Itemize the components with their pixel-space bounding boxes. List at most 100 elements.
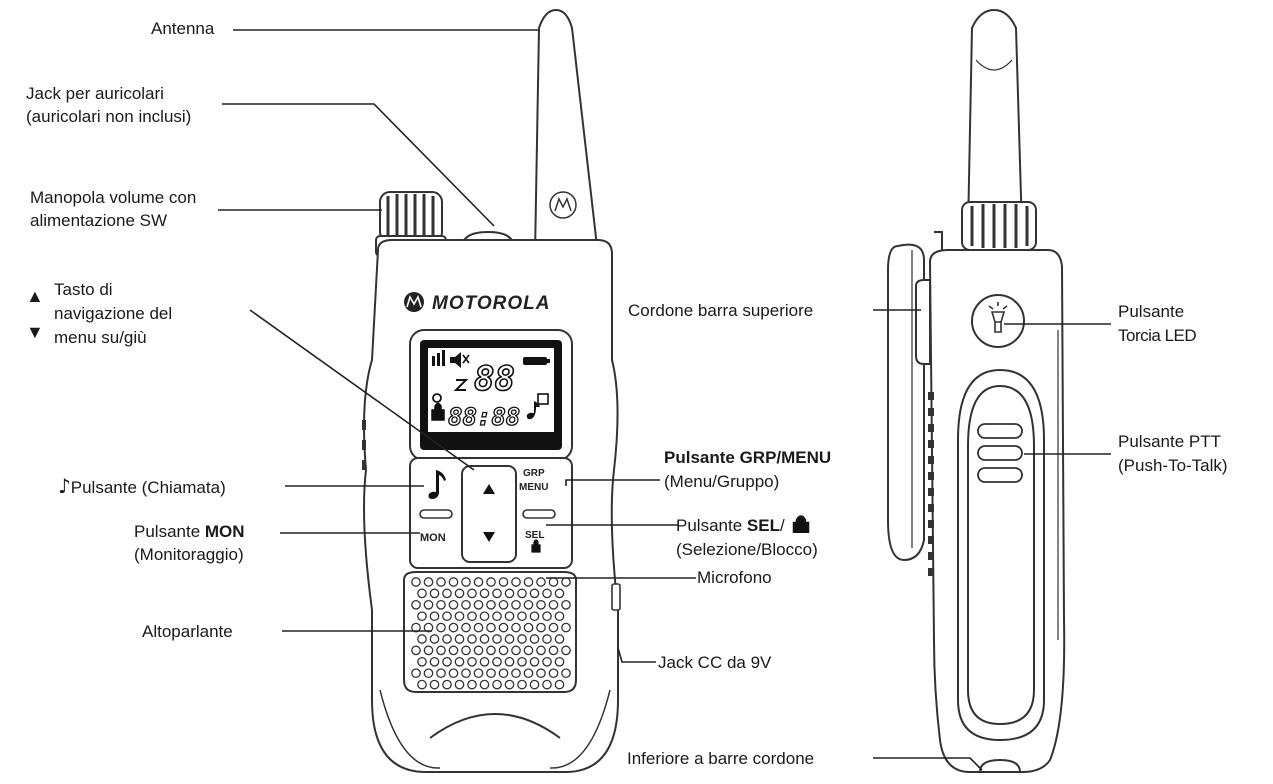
ptt-ridge-3 <box>977 467 1023 483</box>
speaker-hole <box>542 656 552 667</box>
speaker-hole <box>467 588 477 599</box>
top-lanyard-bar <box>915 279 931 365</box>
speaker-hole <box>492 656 502 667</box>
side-ridge <box>928 408 934 416</box>
speaker-hole <box>479 656 490 667</box>
speaker-hole <box>423 599 434 610</box>
speaker-hole <box>548 622 559 633</box>
speaker-hole <box>461 599 471 610</box>
speaker-hole <box>448 599 459 610</box>
speaker-hole <box>479 679 490 690</box>
speaker-hole <box>554 611 565 622</box>
speaker-hole <box>461 668 471 679</box>
side-ridge <box>928 536 934 544</box>
label-call-button-text: Pulsante (Chiamata) <box>70 478 226 497</box>
arrow-up-icon[interactable] <box>483 484 495 494</box>
speaker-hole <box>517 634 527 644</box>
speaker-hole <box>517 588 527 599</box>
speaker-hole <box>442 611 452 622</box>
speaker-hole <box>511 599 521 610</box>
label-headset-jack-line1: Jack per auricolari <box>26 84 164 103</box>
label-nav-key-line3: menu su/giù <box>54 328 147 347</box>
label-ptt-line2: (Push-To-Talk) <box>1118 456 1228 475</box>
ptt-ridge-2 <box>977 445 1023 461</box>
ptt-ridge-1 <box>977 423 1023 439</box>
battery-icon <box>523 357 547 365</box>
speaker-hole <box>517 679 527 690</box>
speaker-hole <box>442 634 452 644</box>
speaker-hole <box>448 622 459 633</box>
speaker-hole <box>467 611 477 622</box>
speaker-hole <box>511 622 521 633</box>
speaker-hole <box>429 656 440 667</box>
label-mon-prefix: Pulsante <box>134 522 205 541</box>
speaker-hole <box>411 645 421 656</box>
antenna-logo-icon <box>549 191 577 219</box>
speaker-hole <box>517 611 527 622</box>
call-note-icon[interactable] <box>428 470 447 499</box>
speaker-hole <box>523 645 534 656</box>
speaker-hole <box>554 634 565 644</box>
speaker-hole <box>417 611 427 622</box>
label-sel-prefix: Pulsante <box>676 516 747 535</box>
side-ridge <box>928 488 934 496</box>
lcd-grp-label: GRP <box>523 379 543 392</box>
arrow-down-icon[interactable] <box>483 532 495 542</box>
mon-button[interactable] <box>419 509 453 519</box>
speaker-hole <box>561 622 571 633</box>
grp-menu-button[interactable] <box>522 509 556 519</box>
speaker-hole <box>548 599 559 610</box>
label-top-lanyard: Cordone barra superiore <box>628 301 814 320</box>
label-led-line1: Pulsante <box>1118 302 1185 321</box>
speaker-hole <box>504 588 515 599</box>
speaker-hole <box>423 577 434 587</box>
speaker-hole <box>529 679 540 690</box>
speaker-hole <box>448 577 459 587</box>
label-headset-jack-line2: (auricolari non inclusi) <box>26 107 192 126</box>
brand-name: MOTOROLA <box>432 293 550 314</box>
dc-jack <box>611 583 621 611</box>
nav-arrow-down-icon: ▼ <box>26 322 44 342</box>
speaker-hole <box>554 679 565 690</box>
label-sel-suffix: / <box>779 516 785 535</box>
label-nav-key-line1: Tasto di <box>54 280 113 299</box>
label-sel-button: Pulsante SEL/ (Selezione/Blocco) <box>676 514 818 562</box>
speaker-hole <box>436 577 446 587</box>
speaker-holes <box>411 577 571 690</box>
speaker-hole <box>473 622 484 633</box>
speaker-hole <box>498 599 509 610</box>
side-ridge <box>928 440 934 448</box>
label-volume-knob: Manopola volume con alimentazione SW <box>30 186 196 232</box>
nav-arrow-up-icon: ▲ <box>26 286 44 306</box>
speaker-hole <box>486 599 496 610</box>
speaker-hole <box>417 656 427 667</box>
speaker-hole <box>536 668 546 679</box>
speaker-hole <box>454 588 465 599</box>
label-grp-menu-button: Pulsante GRP/MENU (Menu/Gruppo) <box>664 446 831 494</box>
led-button[interactable] <box>971 294 1025 348</box>
side-volume-knob <box>961 201 1037 251</box>
side-ridge <box>928 392 934 400</box>
speaker-hole <box>454 611 465 622</box>
label-nav-key: ▲ ▼ Tasto di navigazione del menu su/giù <box>26 278 172 350</box>
side-ridge <box>928 504 934 512</box>
label-mon-bold: MON <box>204 522 245 541</box>
sel-button-label[interactable]: SEL <box>525 530 544 541</box>
nav-key[interactable] <box>461 465 517 563</box>
speaker-hole <box>454 679 465 690</box>
speaker-hole <box>461 622 471 633</box>
mon-button-label: MON <box>420 532 446 544</box>
label-led-button: Pulsante Torcia LED <box>1118 300 1197 348</box>
speaker-hole <box>486 577 496 587</box>
speaker-hole <box>417 679 427 690</box>
speaker-hole <box>479 588 490 599</box>
speaker-hole <box>523 622 534 633</box>
speaker-hole <box>417 588 427 599</box>
speaker-hole <box>492 611 502 622</box>
menu-button-label[interactable]: MENU <box>519 482 548 493</box>
speaker-hole <box>411 577 421 587</box>
label-grp-menu-bold: Pulsante GRP/MENU <box>664 448 832 467</box>
speaker-mute-icon <box>450 352 461 368</box>
label-ptt-button: Pulsante PTT (Push-To-Talk) <box>1118 430 1228 478</box>
